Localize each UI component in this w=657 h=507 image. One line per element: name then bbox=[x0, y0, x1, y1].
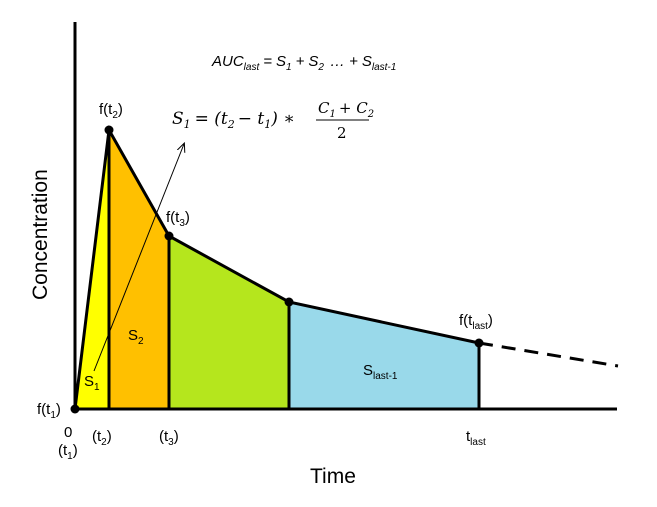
s1-formula-denominator: 2 bbox=[337, 124, 347, 142]
x-axis-label: Time bbox=[310, 465, 356, 488]
point-t4 bbox=[284, 297, 294, 307]
tick-tlast: tlast bbox=[466, 428, 486, 448]
label-f-tlast: f(tlast) bbox=[459, 312, 493, 332]
y-axis-label: Concentration bbox=[29, 169, 52, 300]
extrapolation-dashed-line bbox=[478, 341, 619, 368]
label-s1: S1 bbox=[84, 373, 100, 393]
tick-zero: 0 bbox=[64, 424, 72, 441]
label-f-t2: f(t2) bbox=[99, 101, 123, 121]
s1-formula-numerator: C1+ C2 bbox=[318, 99, 374, 120]
area-s3 bbox=[169, 236, 289, 409]
point-t1 bbox=[70, 404, 80, 414]
label-f-t3: f(t3) bbox=[166, 209, 190, 229]
point-tlast bbox=[474, 338, 484, 348]
label-f-t1: f(t1) bbox=[37, 401, 61, 421]
tick-t3: (t3) bbox=[159, 428, 179, 448]
auc-formula: AUClast=S1+S2… +Slast-1 bbox=[211, 53, 396, 73]
label-slast: Slast-1 bbox=[363, 362, 398, 382]
s1-formula-lhs: S1= (t2− t1) ∗ bbox=[172, 109, 295, 131]
point-t3 bbox=[164, 231, 174, 241]
tick-t2: (t2) bbox=[92, 428, 112, 448]
point-t2 bbox=[104, 125, 114, 135]
area-s2 bbox=[109, 130, 169, 409]
pointer-arrow bbox=[93, 144, 184, 372]
tick-t1: (t1) bbox=[58, 442, 78, 462]
area-slast bbox=[289, 302, 479, 409]
label-s2: S2 bbox=[128, 327, 144, 347]
